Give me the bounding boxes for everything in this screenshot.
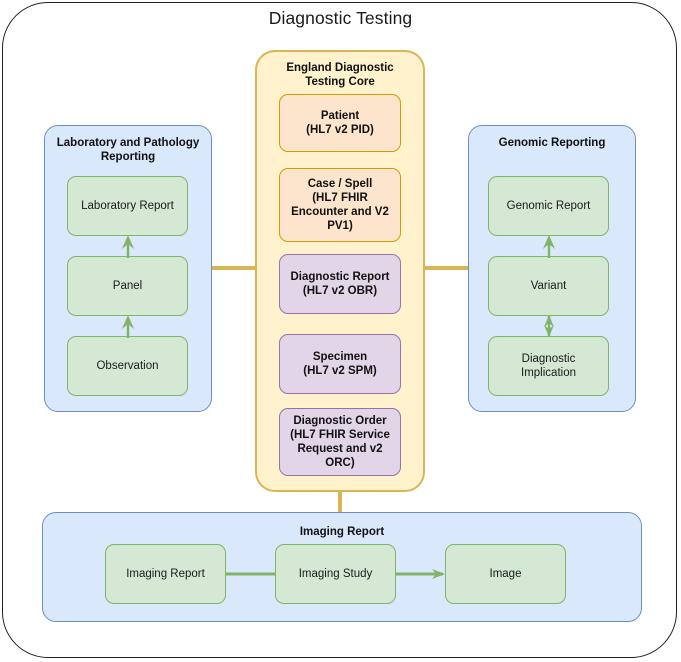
connector-variant-to-diagnostic-implication [540,314,558,338]
node-observation-label: Observation [96,360,159,372]
node-panel[interactable]: Panel [67,256,188,316]
node-patient[interactable]: Patient (HL7 v2 PID) [279,94,401,152]
connector-laboratory-to-core [211,266,257,270]
node-diagnostic-order[interactable]: Diagnostic Order (HL7 FHIR Service Reque… [279,408,401,476]
node-panel-label: Panel [112,280,143,292]
node-diagnostic-implication-label: Diagnostic Implication [521,353,576,379]
node-diagnostic-order-label: Diagnostic Order (HL7 FHIR Service Reque… [290,415,390,469]
node-case-spell[interactable]: Case / Spell (HL7 FHIR Encounter and V2 … [279,168,401,242]
node-patient-label: Patient (HL7 v2 PID) [306,110,374,136]
connector-panel-to-laboratory-report [119,234,137,258]
group-laboratory-label: Laboratory and Pathology Reporting [56,137,200,163]
connector-core-to-imaging [338,490,342,514]
node-imaging-study[interactable]: Imaging Study [275,544,396,604]
node-laboratory-report-label: Laboratory Report [81,200,174,212]
node-image-label: Image [489,568,522,580]
node-specimen[interactable]: Specimen (HL7 v2 SPM) [279,334,401,394]
connector-observation-to-panel [119,314,137,338]
page-title: Diagnostic Testing [268,8,413,28]
node-case-spell-label: Case / Spell (HL7 FHIR Encounter and V2 … [291,178,389,232]
node-imaging-study-label: Imaging Study [298,568,373,580]
node-specimen-label: Specimen (HL7 v2 SPM) [303,351,377,377]
node-laboratory-report[interactable]: Laboratory Report [67,176,188,236]
node-genomic-report[interactable]: Genomic Report [488,176,609,236]
connector-imaging-report-to-imaging-study [226,571,276,577]
node-variant-label: Variant [530,280,567,292]
node-observation[interactable]: Observation [67,336,188,396]
node-variant[interactable]: Variant [488,256,609,316]
node-diagnostic-report[interactable]: Diagnostic Report (HL7 v2 OBR) [279,254,401,314]
connector-variant-to-genomic-report [540,234,558,258]
node-diagnostic-report-label: Diagnostic Report (HL7 v2 OBR) [290,271,390,297]
connector-imaging-study-to-image [396,566,446,582]
node-imaging-report[interactable]: Imaging Report [105,544,226,604]
node-image[interactable]: Image [445,544,566,604]
group-genomic-label: Genomic Reporting [498,137,606,149]
node-diagnostic-implication[interactable]: Diagnostic Implication [488,336,609,396]
group-core-label: England Diagnostic Testing Core [286,62,394,88]
group-imaging-label: Imaging Report [299,526,385,538]
node-genomic-report-label: Genomic Report [506,200,591,212]
connector-core-to-genomic [424,266,471,270]
node-imaging-report-label: Imaging Report [126,568,205,580]
